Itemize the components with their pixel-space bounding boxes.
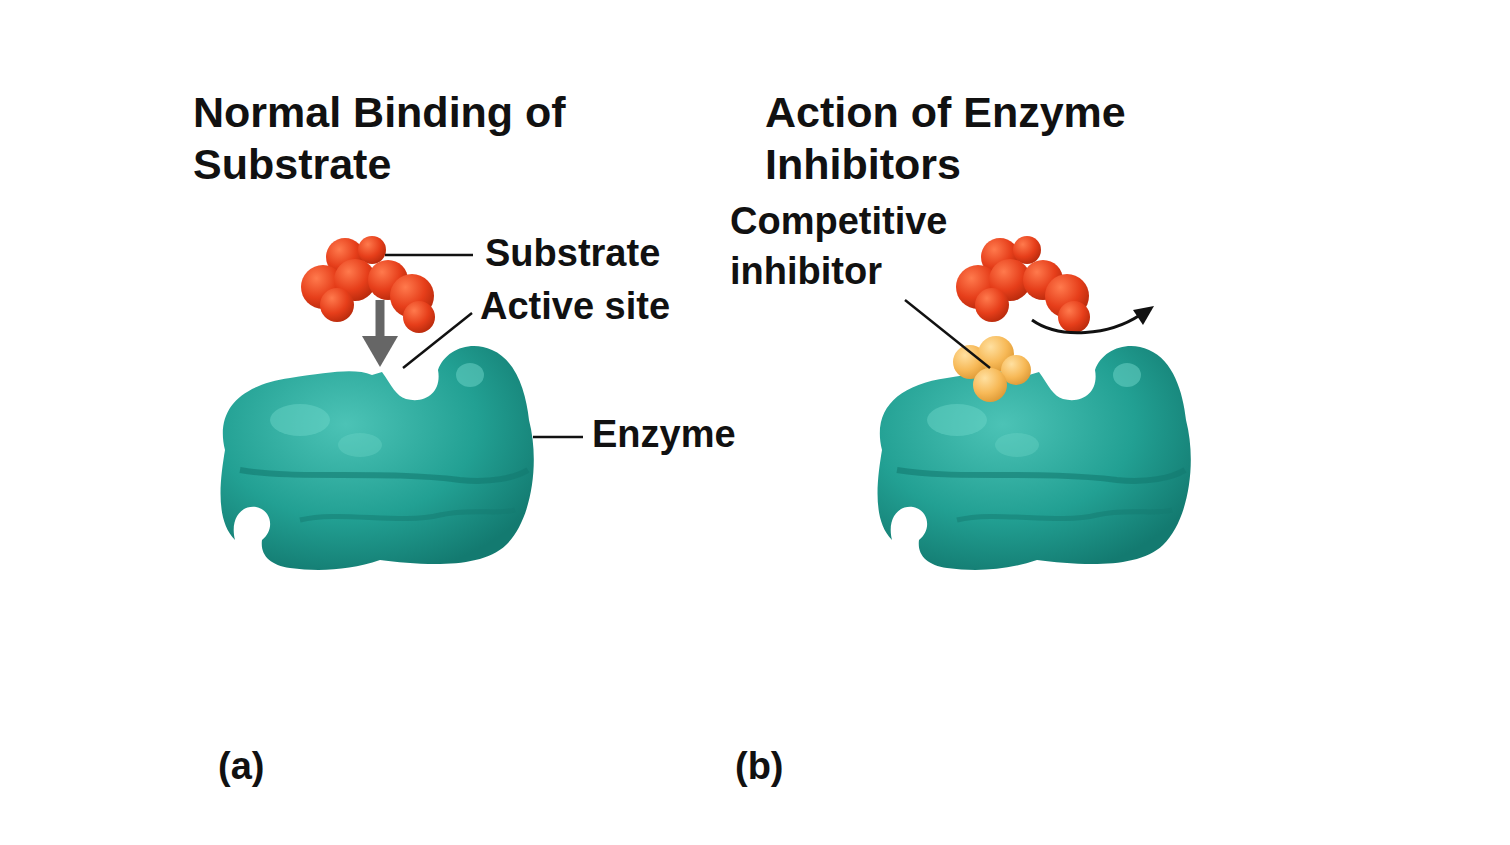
panel-letter: (a) — [218, 743, 338, 789]
panel-heading: Normal Binding of Substrate — [193, 86, 593, 190]
panel-letter: (b) — [735, 743, 855, 789]
part-label: Substrate — [485, 230, 745, 276]
substrate-shape — [956, 236, 1090, 333]
inhibitor-shape — [953, 336, 1031, 402]
substrate-shape — [301, 236, 435, 333]
part-label: Active site — [480, 283, 760, 329]
repel-arrow — [1032, 315, 1140, 333]
binding-arrow — [376, 300, 385, 340]
leader-line — [533, 436, 583, 439]
leader-line — [385, 254, 473, 257]
leader-line — [905, 300, 990, 368]
part-label: Competitive inhibitor — [730, 196, 1000, 296]
binding-arrow-head — [362, 336, 398, 367]
repel-arrow-head — [1133, 306, 1154, 325]
part-label: Enzyme — [592, 411, 812, 457]
enzyme-shape — [878, 346, 1191, 570]
leader-line — [403, 313, 472, 368]
panel-heading: Action of Enzyme Inhibitors — [765, 86, 1205, 190]
enzyme-shape — [221, 346, 534, 570]
